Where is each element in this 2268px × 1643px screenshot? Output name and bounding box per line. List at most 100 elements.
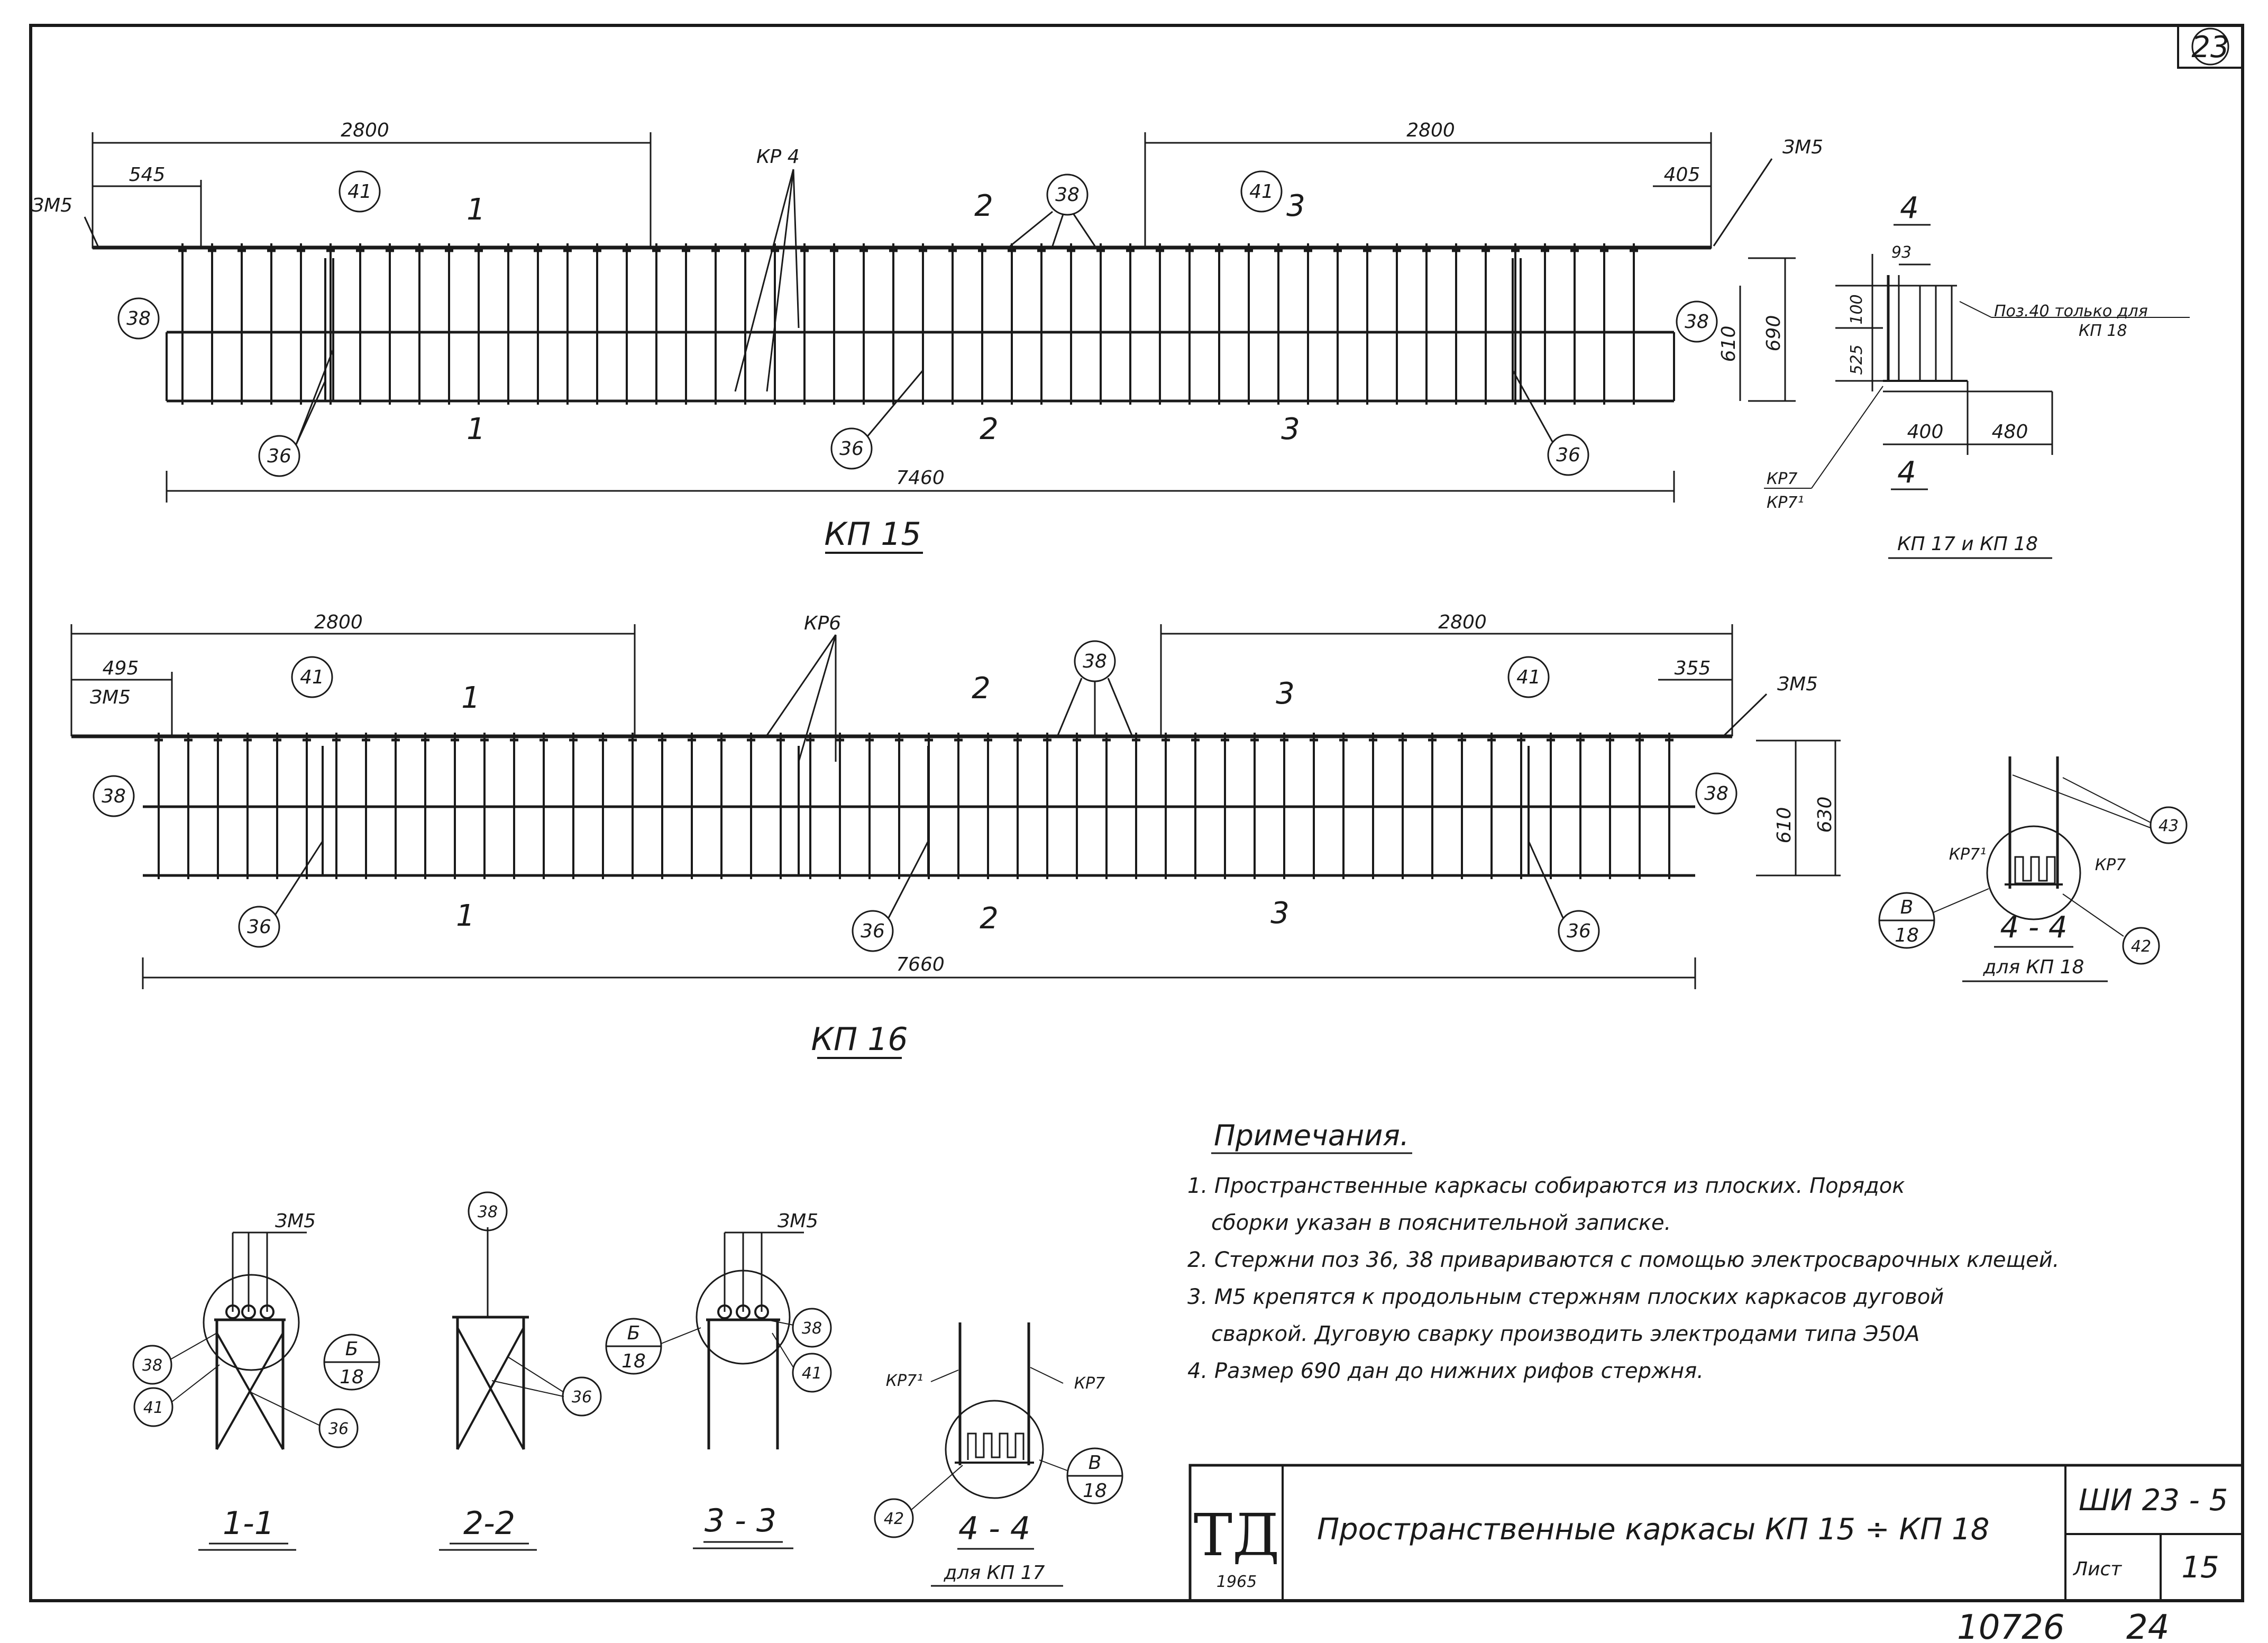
kp15-dim-total: 7460 [896, 467, 945, 489]
kp16-sec1-bot: 1 [456, 899, 475, 933]
svg-text:42: 42 [2131, 937, 2151, 956]
kp16-pos41-right: 41 [1507, 656, 1550, 698]
sec33-node: Б 18 [605, 1318, 662, 1375]
kp17-kr7: КР7 [1767, 470, 1797, 488]
svg-text:38: 38 [126, 308, 151, 330]
kp17-18-title: КП 17 и КП 18 [1897, 533, 2038, 555]
kp16-pos38-left: 38 [93, 775, 135, 817]
sheet-frame [29, 24, 2244, 1602]
kp16-dim-left: 2800 [314, 611, 363, 633]
sec11-node: Б 18 [323, 1334, 380, 1391]
kp15-sec1-top: 1 [467, 193, 486, 227]
section-4-4-kp17: КР7¹ КР7 42 В 18 4 - 4 для КП 17 [874, 1322, 1123, 1587]
kp15-pos38-left: 38 [117, 297, 160, 340]
svg-text:38: 38 [1704, 783, 1729, 805]
kp15-sec3-top: 3 [1286, 189, 1305, 223]
kp15-sec2-top: 2 [974, 189, 993, 223]
sec44-kp18-pos43: 43 [2150, 806, 2188, 844]
kp17-dim-400: 400 [1907, 421, 1944, 443]
kp15-pos41-right: 41 [1240, 170, 1283, 213]
sec11-pos38: 38 [132, 1345, 172, 1385]
kp16-pos38-right: 38 [1695, 772, 1737, 815]
svg-text:41: 41 [802, 1364, 822, 1383]
title-block-code: ШИ 23 - 5 [2079, 1483, 2228, 1518]
kp16-sec3-bot: 3 [1270, 896, 1290, 930]
svg-text:18: 18 [1083, 1480, 1107, 1502]
kp16-dim-right-short: 355 [1675, 658, 1711, 679]
kp16-pos41-left: 41 [291, 656, 333, 698]
svg-text:В: В [1089, 1452, 1102, 1474]
kp17-sec4-top: 4 [1900, 191, 1919, 225]
sec44-kp17-title: 4 - 4 [958, 1510, 1030, 1547]
kp16-zm-left: ЗМ5 [90, 687, 131, 708]
kp17-18-view: 4 4 93 100 525 400 480 Поз.40 только для… [1764, 191, 2190, 559]
sheet-number-badge: 23 [2177, 24, 2244, 69]
notes-block: Примечания. 1. Пространственные каркасы … [1187, 1119, 2060, 1383]
kp17-dim-525: 525 [1848, 344, 1866, 375]
kp17-dim-93: 93 [1891, 243, 1912, 262]
kp15-kr-label: КР 4 [756, 146, 800, 168]
sec11-title: 1-1 [223, 1505, 275, 1542]
kp15-sec1-bot: 1 [467, 412, 486, 446]
svg-text:36: 36 [328, 1420, 349, 1438]
title-block-sheet-label: Лист [2072, 1558, 2122, 1580]
title-block: ТД 1965 Пространственные каркасы КП 15 ÷… [1188, 1464, 2244, 1602]
svg-text:36: 36 [861, 920, 885, 942]
sec33-zm: ЗМ5 [778, 1210, 818, 1232]
svg-text:36: 36 [1567, 920, 1591, 942]
svg-text:41: 41 [347, 181, 372, 203]
kp16-title: КП 16 [811, 1021, 908, 1058]
kp15-dim-h1: 690 [1763, 315, 1785, 352]
svg-text:41: 41 [1516, 667, 1541, 688]
svg-text:41: 41 [143, 1399, 163, 1417]
svg-text:38: 38 [478, 1203, 498, 1221]
kp16-dim-h1: 630 [1814, 797, 1836, 833]
note-line-1: 1. Пространственные каркасы собираются и… [1187, 1174, 1905, 1198]
svg-text:41: 41 [1249, 181, 1274, 203]
kp17-note2: КП 18 [2079, 322, 2127, 340]
svg-text:18: 18 [621, 1350, 646, 1372]
kp15-pos36-right: 36 [1547, 434, 1589, 476]
sec11-pos36: 36 [318, 1408, 359, 1448]
kp15-vertical-bars [178, 243, 1638, 405]
svg-text:Б: Б [345, 1338, 359, 1360]
svg-text:36: 36 [839, 438, 864, 460]
sec44-kp18-kr71: КР7¹ [1949, 845, 1987, 864]
kp15-pos41-left: 41 [339, 170, 381, 213]
kp17-kr71: КР7¹ [1767, 494, 1804, 512]
note-line-2: сборки указан в пояснительной записке. [1211, 1211, 1671, 1235]
kp15-dim-left: 2800 [341, 120, 389, 141]
svg-text:36: 36 [247, 916, 271, 938]
kp16-kr-label: КР6 [804, 613, 841, 634]
kp15-pos38-right: 38 [1676, 300, 1718, 343]
note-line-4: 3. М5 крепятся к продольным стержням пло… [1187, 1285, 1944, 1309]
kp15-pos36-mid: 36 [830, 427, 873, 470]
kp16-sec2-bot: 2 [980, 901, 999, 936]
kp15-title: КП 15 [824, 516, 921, 553]
kp15-dim-left-short: 545 [129, 164, 166, 186]
svg-text:36: 36 [1556, 444, 1580, 466]
svg-text:38: 38 [142, 1356, 162, 1375]
sec44-kp17-pos42: 42 [874, 1498, 914, 1538]
kp16-dim-right: 2800 [1438, 611, 1487, 633]
svg-text:41: 41 [300, 667, 324, 688]
sec22-pos36: 36 [562, 1376, 602, 1417]
kp16-elevation: 2800 2800 495 355 7660 630 610 КР6 ЗМ5 З… [70, 611, 1841, 1059]
kp16-pos36-mid: 36 [852, 910, 894, 952]
sec44-kp18-subtitle: для КП 18 [1983, 956, 2084, 978]
kp15-pos36-left: 36 [258, 435, 300, 477]
note-line-3: 2. Стержни поз 36, 38 привариваются с по… [1187, 1248, 2060, 1272]
kp16-dim-left-short: 495 [103, 658, 139, 679]
page-number-handwritten: 24 [2126, 1608, 2169, 1643]
note-line-6: 4. Размер 690 дан до нижних рифов стержн… [1187, 1359, 1704, 1383]
title-block-logo: ТД [1194, 1501, 1280, 1569]
sec44-kp18-title: 4 - 4 [2000, 910, 2067, 945]
sec44-kp18-kr7: КР7 [2095, 856, 2126, 874]
kp15-zm-right: ЗМ5 [1782, 136, 1823, 158]
sec44-kp17-subtitle: для КП 17 [944, 1562, 1045, 1584]
kp15-dim-right: 2800 [1406, 120, 1455, 141]
section-2-2: 38 36 2-2 [439, 1191, 602, 1551]
archive-number: 10726 [1957, 1608, 2065, 1643]
kp16-pos38-top: 38 [1074, 640, 1116, 682]
svg-text:В: В [1900, 897, 1914, 918]
